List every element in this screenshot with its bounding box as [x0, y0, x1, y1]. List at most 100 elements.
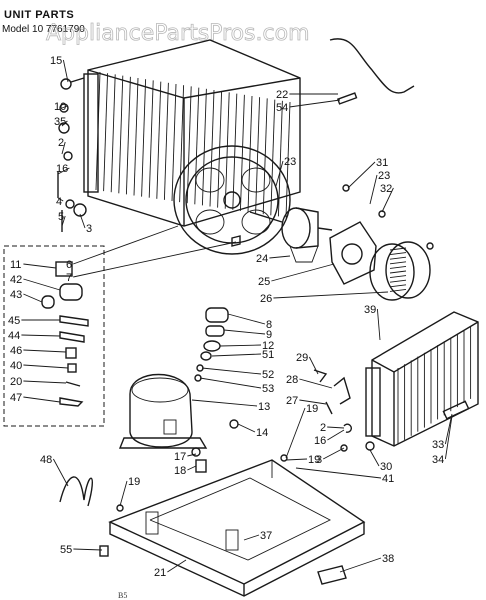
callout-leader [339, 557, 382, 573]
callout-leader [444, 413, 453, 445]
callout-label: 14 [256, 427, 268, 439]
callout-label: 2 [320, 422, 326, 434]
callout-leader [79, 213, 86, 229]
callout-label: 54 [276, 102, 288, 114]
model-number: Model 10 7761790 [2, 24, 85, 35]
callout-label: 23 [378, 170, 390, 182]
callout-leader [73, 225, 179, 265]
callout-label: 12 [262, 340, 274, 352]
callout-leader [23, 396, 61, 403]
callout-leader [299, 378, 333, 389]
callout-label: 42 [10, 274, 22, 286]
callout-label: 18 [174, 465, 186, 477]
callout-label: 28 [286, 374, 298, 386]
capillary-tube [329, 38, 415, 94]
callout-leader [61, 105, 68, 109]
callout-leader [369, 174, 378, 205]
clip-55 [99, 545, 109, 557]
callout-leader [73, 548, 103, 551]
terminal-parts [194, 307, 229, 382]
callout-leader [308, 356, 319, 375]
condenser-coil [83, 39, 301, 227]
callout-leader [61, 141, 66, 155]
callout-label: 23 [284, 156, 296, 168]
callout-label: 37 [260, 530, 272, 542]
callout-leader [167, 559, 187, 573]
callout-label: 35 [54, 116, 66, 128]
electrical-parts [41, 261, 89, 407]
coil-brackets [313, 369, 375, 452]
callout-label: 47 [10, 392, 22, 404]
callout-label: 5 [58, 211, 64, 223]
callout-label: 19 [128, 476, 140, 488]
callout-label: 55 [60, 544, 72, 556]
callout-label: 21 [154, 567, 166, 579]
bracket-hub [341, 243, 363, 265]
compressor [118, 373, 208, 449]
footer-code: B5 [118, 591, 127, 600]
callout-label: 31 [376, 157, 388, 169]
fan-motor [249, 207, 333, 263]
callout-label: 16 [314, 435, 326, 447]
callout-leader [62, 59, 69, 83]
callout-leader [322, 447, 345, 460]
callout-leader [61, 215, 66, 227]
callout-leader [285, 407, 306, 459]
grommet-14 [229, 419, 239, 429]
callout-label: 22 [276, 89, 288, 101]
callout-label: 24 [256, 253, 268, 265]
callout-label: 40 [10, 360, 22, 372]
evaporator-coil [365, 311, 479, 447]
drain-plug-38 [317, 565, 347, 585]
callout-label: 19 [308, 454, 320, 466]
diagram-title: UNIT PARTS [4, 9, 74, 21]
callout-label: 52 [262, 369, 274, 381]
callout-leader [295, 467, 382, 479]
callout-leader [219, 344, 262, 347]
callout-label: 16 [56, 163, 68, 175]
callout-leader [273, 291, 389, 299]
callout-leader [211, 353, 262, 357]
callout-leader [53, 458, 69, 487]
callout-label: 15 [50, 55, 62, 67]
callout-leader [289, 99, 341, 108]
drier [336, 92, 358, 105]
grommet-17 [191, 447, 201, 457]
callout-leader [327, 429, 345, 441]
callout-leader [23, 263, 57, 269]
callout-leader [61, 120, 68, 127]
callout-label: 41 [382, 473, 394, 485]
callout-label: 3 [316, 454, 322, 466]
callout-leader [57, 197, 64, 202]
washer-23 [426, 242, 434, 250]
callout-leader [381, 187, 394, 213]
callout-label: 10 [54, 101, 66, 113]
callout-leader [275, 160, 284, 187]
callout-label: 33 [432, 439, 444, 451]
spacer-18 [195, 459, 207, 473]
callout-leader [199, 377, 262, 389]
callout-leader [269, 255, 291, 259]
callout-leader [347, 161, 376, 189]
callout-label: 13 [258, 401, 270, 413]
left-fittings [57, 77, 87, 232]
callout-leader [23, 293, 43, 303]
callout-label: 11 [10, 259, 21, 271]
callout-label: 4 [56, 196, 62, 208]
screw-31 [342, 184, 350, 192]
callout-leader [223, 329, 266, 335]
electrical-kit-box [3, 245, 105, 427]
callout-leader [285, 458, 308, 461]
callout-label: 29 [296, 352, 308, 364]
callout-label: 44 [8, 330, 20, 342]
callout-leader [187, 453, 197, 457]
callout-leader [57, 167, 70, 175]
callout-label: 34 [432, 454, 444, 466]
callout-label: 48 [40, 454, 52, 466]
callout-leader [23, 349, 67, 353]
callout-label: 7 [66, 272, 72, 284]
callout-leader [119, 480, 128, 507]
blower-bracket [329, 221, 377, 285]
